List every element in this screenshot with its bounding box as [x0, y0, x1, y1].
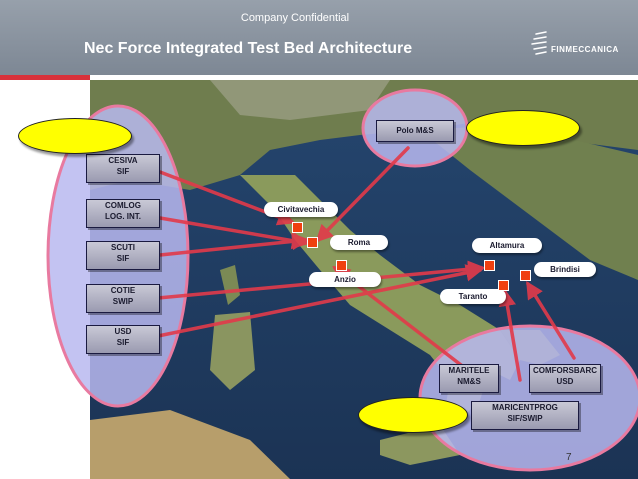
usd-sif-box[interactable]: USD SIF	[86, 325, 160, 354]
label-civitavechia: Civitavechia	[264, 202, 338, 217]
label-altamura: Altamura	[472, 238, 542, 253]
yellow-callout-top-left	[18, 118, 132, 154]
comforsbarc-usd-box[interactable]: COMFORSBARC USD	[529, 364, 601, 393]
maricentprog-sif-swip-box[interactable]: MARICENTPROG SIF/SWIP	[471, 401, 579, 430]
marker-roma	[307, 237, 318, 248]
scuti-sif-box[interactable]: SCUTI SIF	[86, 241, 160, 270]
marker-taranto	[498, 280, 509, 291]
label-roma: Roma	[330, 235, 388, 250]
polo-ms-box[interactable]: Polo M&S	[376, 120, 454, 142]
page-number: 7	[566, 452, 572, 463]
cesiva-sif-box[interactable]: CESIVA SIF	[86, 154, 160, 183]
marker-brindisi	[520, 270, 531, 281]
maritele-nms-box[interactable]: MARITELE NM&S	[439, 364, 499, 393]
label-anzio: Anzio	[309, 272, 381, 287]
accent-bar	[0, 75, 90, 80]
comlog-log-int-box[interactable]: COMLOG LOG. INT.	[86, 199, 160, 228]
logo-text: FINMECCANICA	[551, 45, 619, 54]
label-brindisi: Brindisi	[534, 262, 596, 277]
label-taranto: Taranto	[440, 289, 506, 304]
logo-icon	[531, 31, 547, 55]
marker-civitavechia	[292, 222, 303, 233]
marker-anzio	[336, 260, 347, 271]
header-bar	[0, 0, 638, 75]
bottom-group-ellipse	[418, 324, 638, 472]
yellow-callout-top-right	[466, 110, 580, 146]
cotie-swip-box[interactable]: COTIE SWIP	[86, 284, 160, 313]
page-title: Nec Force Integrated Test Bed Architectu…	[84, 40, 413, 57]
marker-altamura	[484, 260, 495, 271]
confidential-label: Company Confidential	[240, 12, 350, 24]
yellow-callout-bottom	[358, 397, 468, 433]
